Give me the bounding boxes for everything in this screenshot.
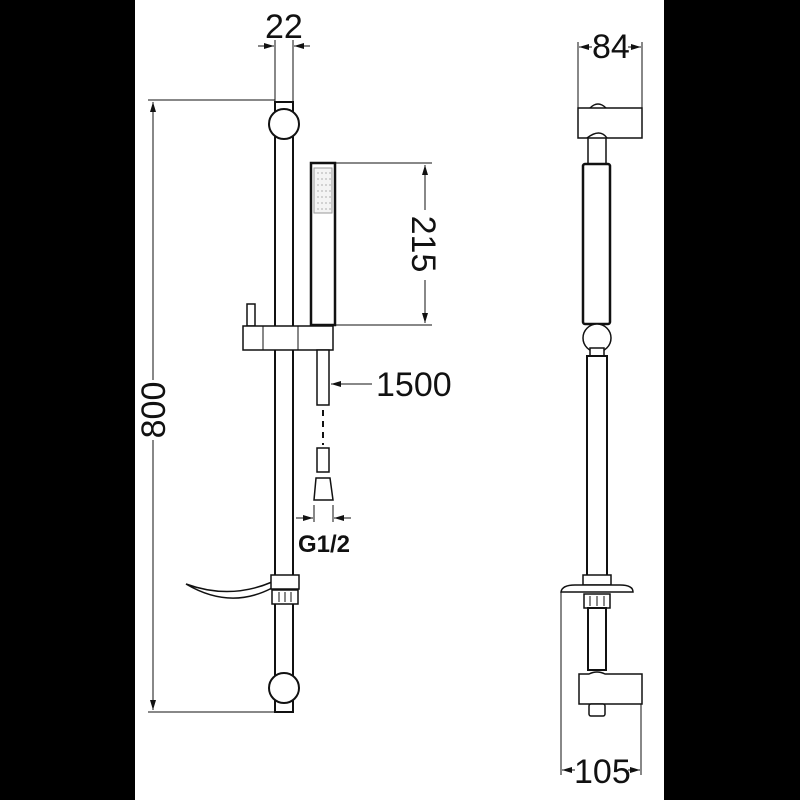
bottom-wall-bracket [268,672,300,704]
dim-rail-height: 800 [135,382,173,439]
hose-connector [313,477,334,501]
slider-holder [242,303,334,351]
dim-top-bracket-depth: 84 [592,28,630,66]
dim-hose-length: 1500 [376,366,452,404]
side-top-bracket [577,103,643,139]
front-view [185,101,337,713]
dim-bottom-bracket-depth: 105 [574,753,631,791]
dim-handshower-length: 215 [404,216,442,273]
side-handshower [581,162,612,326]
side-view [560,103,643,717]
hose-upper [316,349,330,406]
drawing-canvas [135,0,664,800]
front-dimension-lines [148,40,432,713]
soap-dish [185,574,300,605]
side-rail [586,355,608,577]
slide-rail [274,101,294,713]
side-dimension-lines [560,42,643,775]
dim-rail-diameter: 22 [265,8,303,46]
side-soap-dish [560,574,634,609]
dim-hose-connection: G1/2 [298,531,350,558]
hose-lower [316,447,330,473]
side-rail-lower [587,607,607,671]
handshower [309,161,337,327]
top-wall-bracket [268,108,300,140]
side-bottom-bracket [578,671,643,717]
side-rail-upper [587,137,607,165]
